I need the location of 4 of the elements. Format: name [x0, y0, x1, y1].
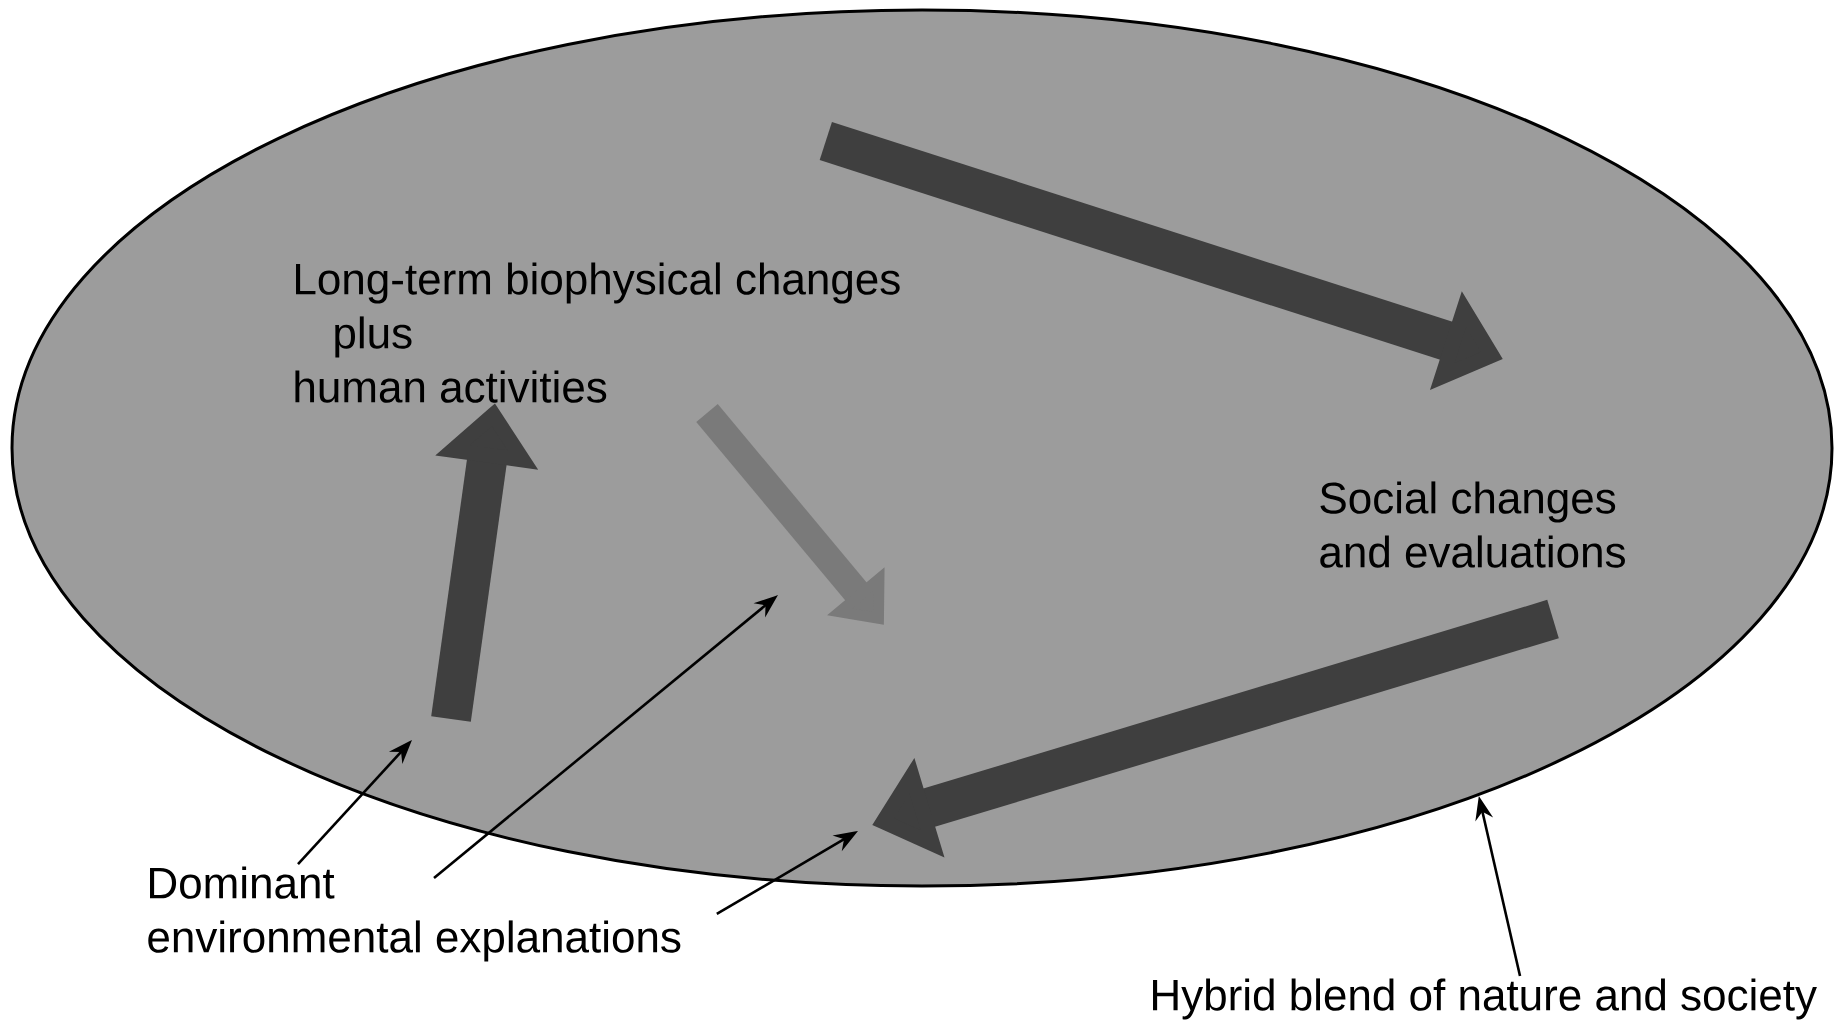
label-text: Dominant environmental explanations	[148, 866, 681, 962]
label-text: Long-term biophysical changes plus human activities	[295, 262, 900, 403]
label-text: Hybrid blend of nature and society	[1153, 978, 1817, 1020]
label-text: Social changes and evaluations	[1320, 481, 1625, 568]
